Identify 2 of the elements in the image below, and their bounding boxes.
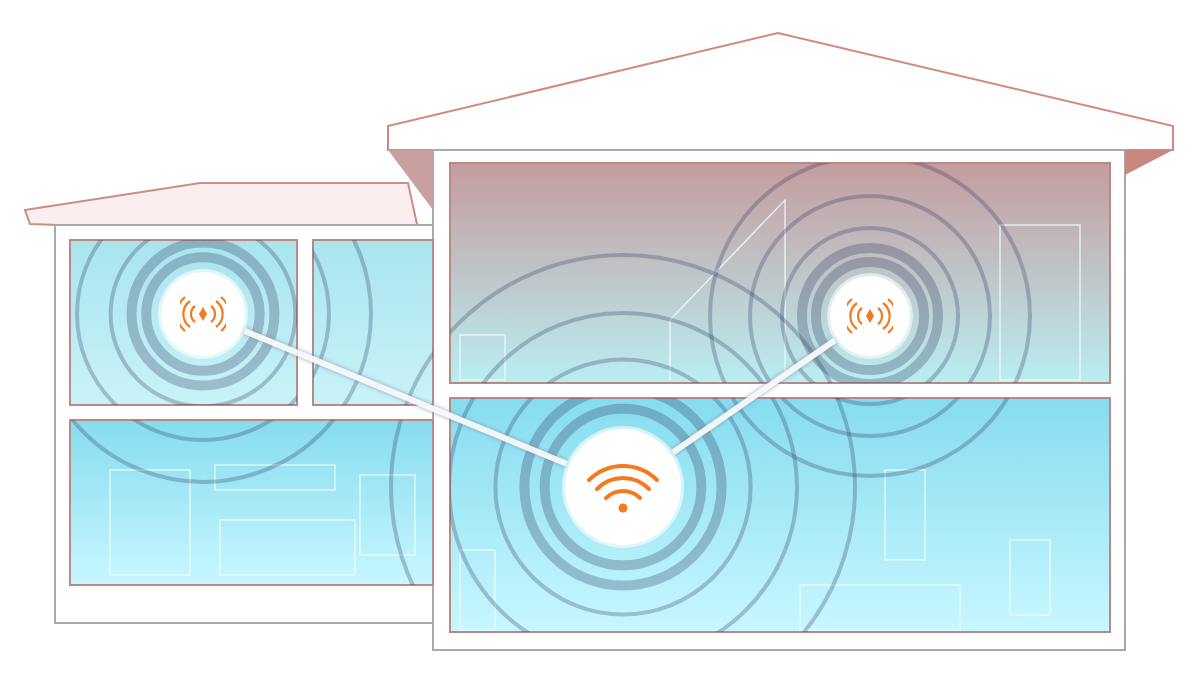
link-line: [671, 338, 837, 455]
link-line: [243, 328, 568, 467]
